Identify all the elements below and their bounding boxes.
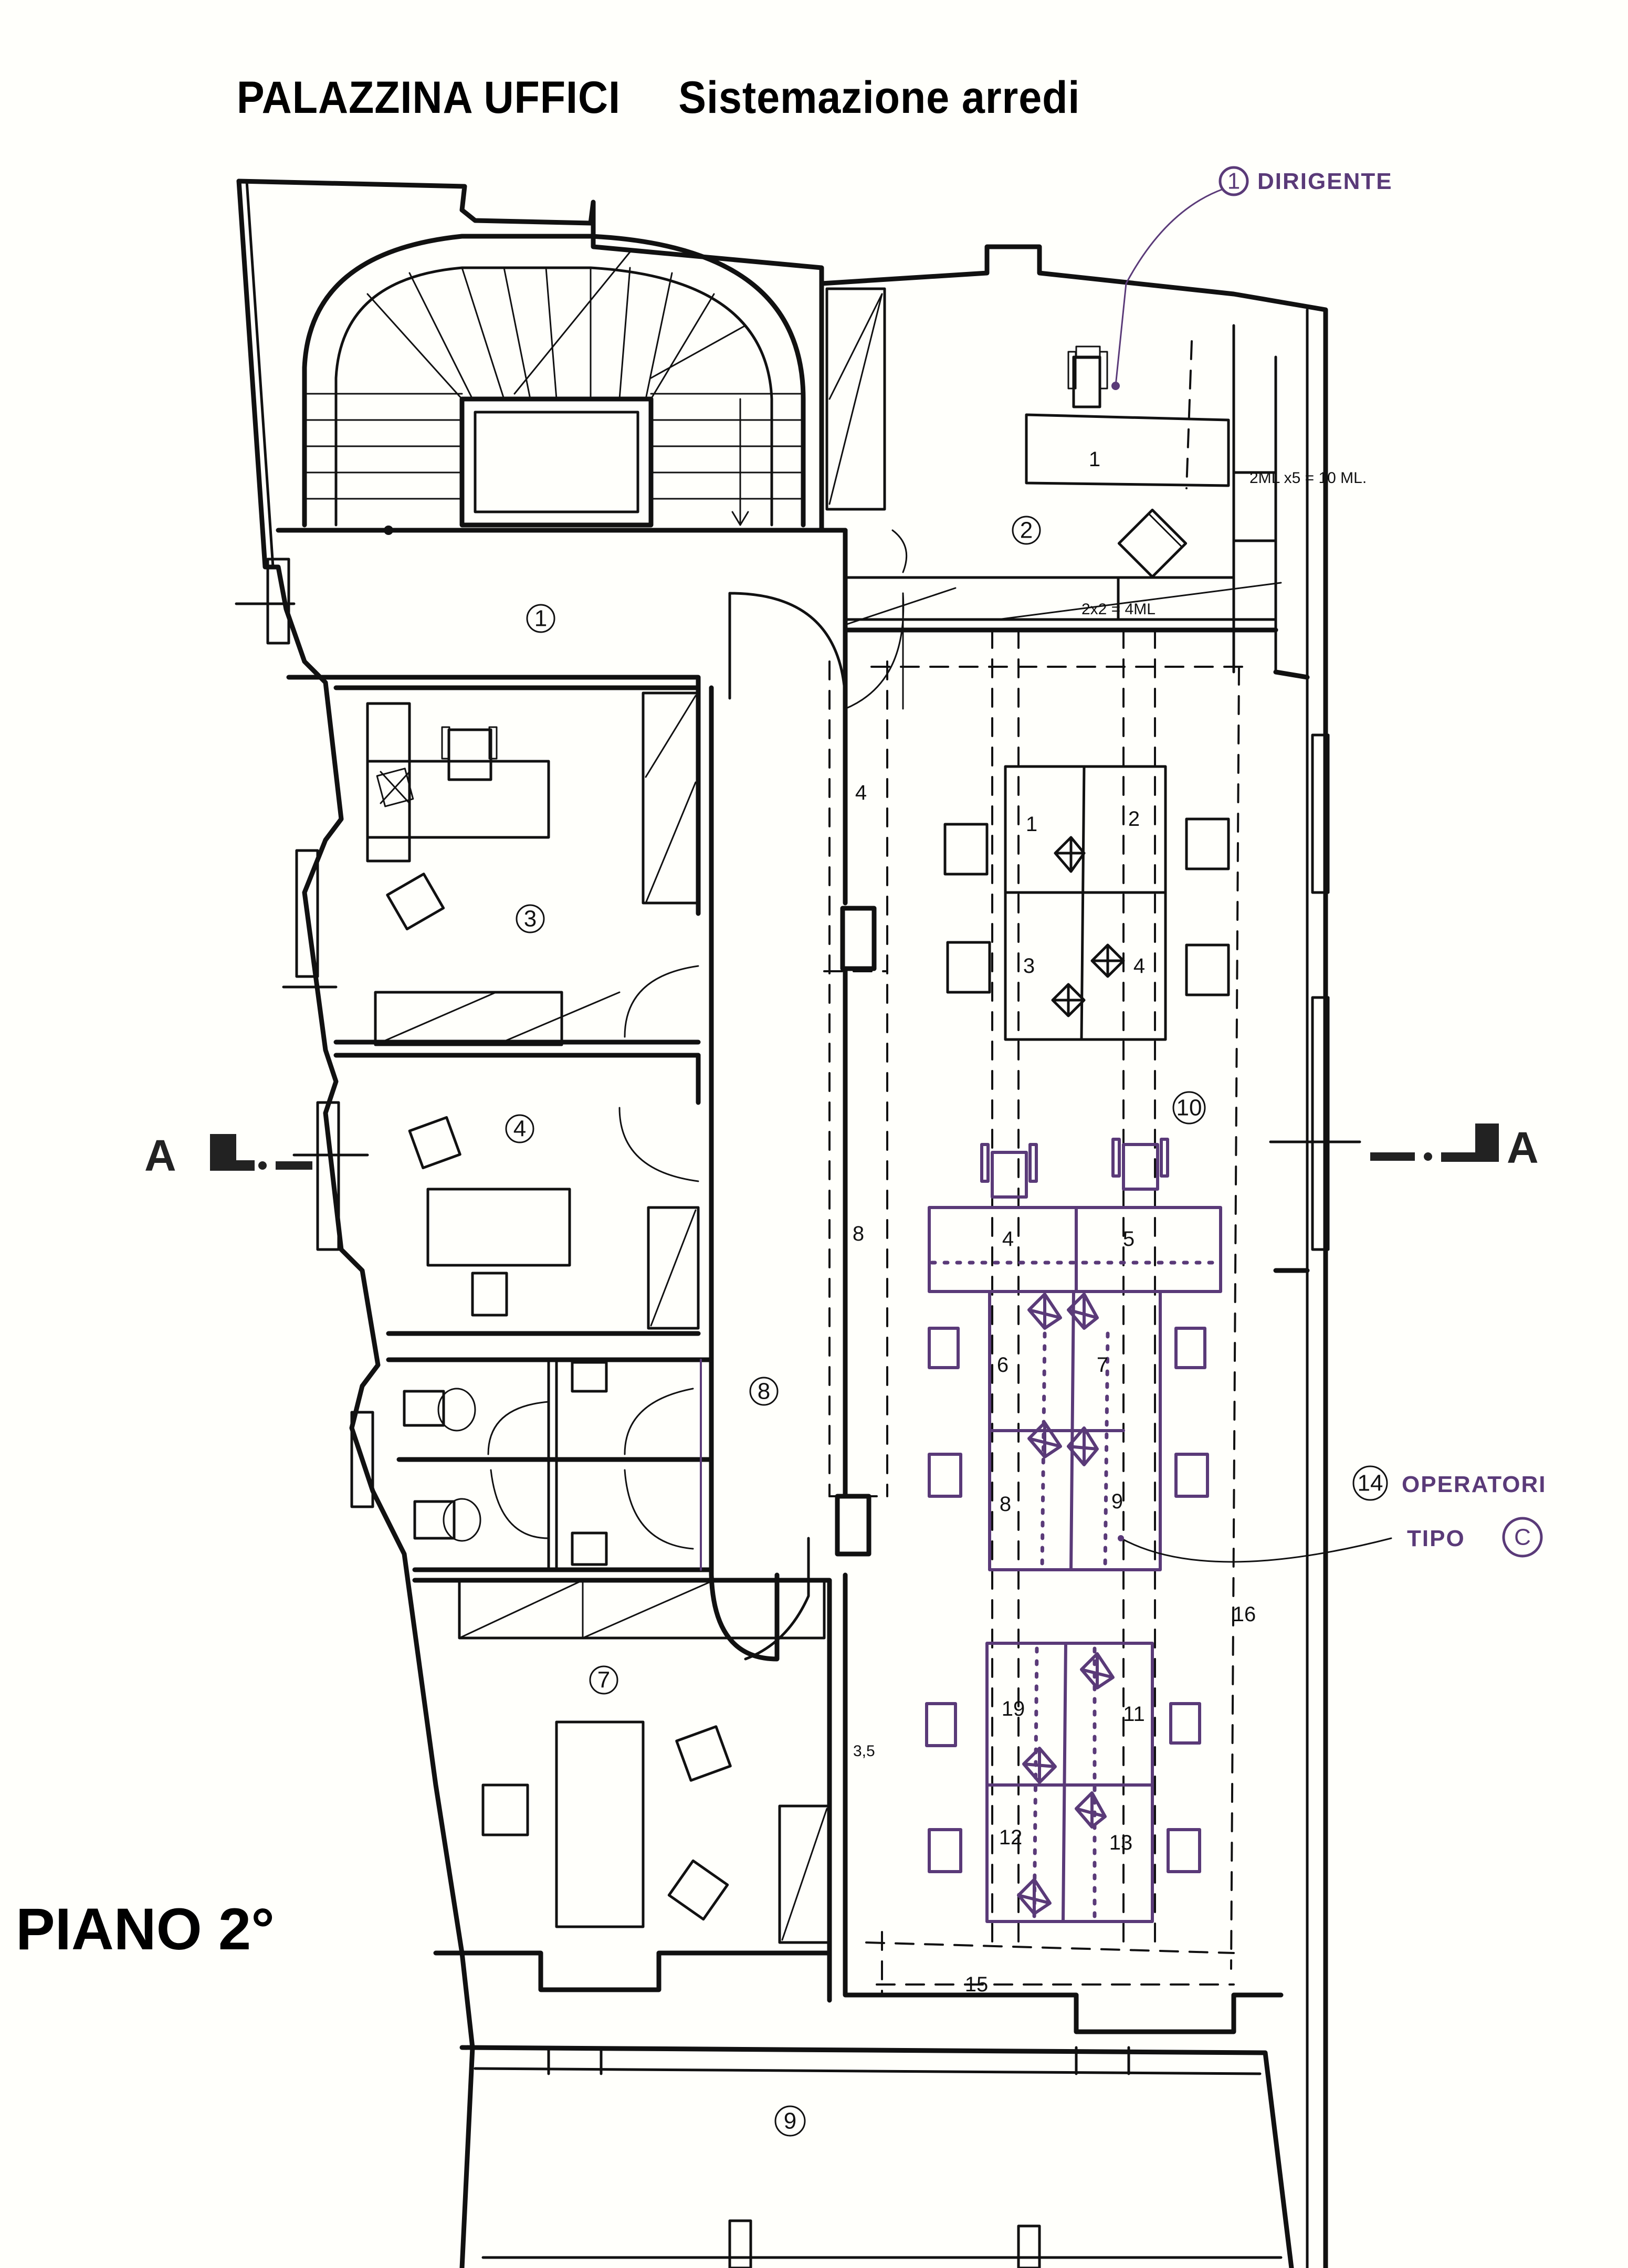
desk-number: 3 (1023, 954, 1035, 978)
desk-number: 9 (1111, 1490, 1123, 1513)
operatori-label: OPERATORI (1402, 1472, 1547, 1497)
outer-walls (236, 178, 1328, 2268)
desk-number: 7 (1097, 1353, 1108, 1377)
desk-number: 5 (1123, 1227, 1135, 1251)
workstation-icon (1051, 836, 1125, 1017)
section-line-a-right: A (1269, 1123, 1539, 1172)
desk-number: 12 (999, 1826, 1023, 1849)
open-office-10: 4 16 15 3,5 1 2 3 4 (823, 629, 1392, 2034)
room-7: 7 (412, 1578, 832, 2003)
workstation-icon (1027, 1293, 1099, 1466)
shelf-note-long: 2ML x5 = 10 ML. (1249, 469, 1367, 487)
room-number-4: 4 (513, 1116, 526, 1142)
desk-number: 4 (1133, 954, 1145, 978)
shelf-note-short: 2x2 = 4ML (1081, 601, 1156, 618)
operatori-annotation: 14 OPERATORI TIPO C (1352, 1465, 1547, 1558)
desk-block-c: 6 7 8 9 (928, 1290, 1209, 1572)
bottom-span-15: 15 (965, 1973, 989, 1996)
room-1-landing: 1 (276, 528, 848, 701)
corridor-mark-4: 4 (855, 781, 867, 804)
dirigente-label: DIRIGENTE (1257, 169, 1393, 194)
room-3: 3 (333, 685, 714, 1368)
corridor-mark-16: 16 (1233, 1603, 1256, 1626)
desk-block-b: 4 5 (928, 1138, 1222, 1293)
desk-block-d: 19 11 12 13 (925, 1642, 1201, 1924)
room-number-10: 10 (1177, 1095, 1202, 1121)
staircase (302, 234, 806, 535)
room-number-2: 2 (1020, 518, 1033, 543)
room-4: 4 (386, 1053, 701, 1336)
dirigente-annotation: 1 DIRIGENTE (1219, 166, 1393, 196)
tipo-code: C (1514, 1525, 1531, 1550)
room-number-3: 3 (524, 906, 537, 932)
desk-number: 6 (997, 1353, 1009, 1377)
desk-block-a: 1 2 3 4 (943, 765, 1230, 1041)
windows-left (235, 558, 374, 1508)
desk-number: 13 (1109, 1831, 1133, 1854)
chair-icon (1067, 345, 1108, 408)
floor-label: PIANO 2° (16, 1896, 275, 1962)
desk-number: 8 (1000, 1493, 1011, 1516)
desk-number: 2 (1128, 807, 1140, 831)
corridor-mark-8: 8 (853, 1222, 864, 1245)
section-marker-left: A (144, 1131, 176, 1180)
operatori-count: 14 (1358, 1471, 1383, 1496)
dirigente-count: 1 (1227, 169, 1240, 194)
drawing-subtitle: Sistemazione arredi (678, 72, 1080, 123)
room-number-9: 9 (784, 2108, 796, 2134)
section-line-a-left: A (144, 1131, 369, 1180)
desk-number: 11 (1123, 1703, 1145, 1726)
room-2-dirigente: 1 2ML x5 = 10 ML. 2x2 = 4ML 2 (819, 281, 1367, 710)
restrooms (386, 1357, 714, 1572)
section-marker-right: A (1507, 1123, 1539, 1172)
drawing-title: PALAZZINA UFFICI Sistemazione arredi (213, 20, 1138, 124)
desk-number: 1 (1026, 813, 1037, 836)
height-label: 3,5 (853, 1742, 875, 1760)
desk-number: 19 (1002, 1697, 1025, 1720)
armchair-icon (1117, 508, 1188, 579)
tipo-label: TIPO (1407, 1526, 1465, 1551)
room-number-8: 8 (758, 1379, 770, 1404)
workstation-icon (1017, 1652, 1115, 1915)
room-number-1: 1 (534, 606, 547, 632)
desk-number: 4 (1002, 1227, 1014, 1251)
corridor-8: 8 8 (709, 627, 877, 1662)
manager-desk-number: 1 (1089, 448, 1100, 471)
building-name: PALAZZINA UFFICI (236, 72, 621, 123)
room-number-7: 7 (597, 1667, 610, 1693)
